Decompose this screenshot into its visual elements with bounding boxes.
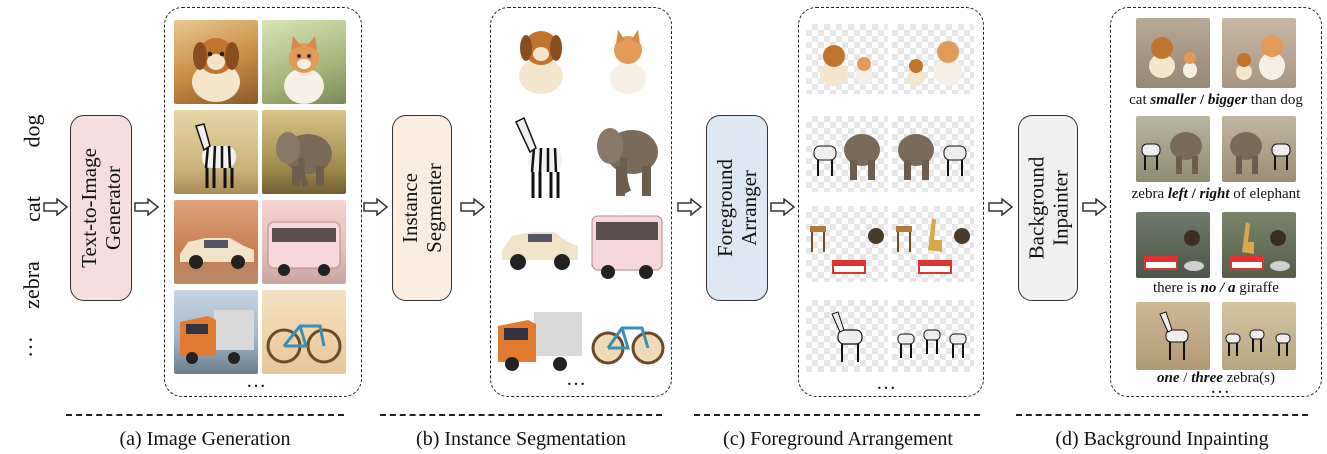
section-b-divider: [380, 414, 662, 416]
arranger-label-line: Foreground: [713, 159, 737, 257]
bus-cutout: [588, 206, 666, 282]
inpainted-a-giraffe: [1222, 212, 1296, 278]
panel-d-ellipsis: …: [1210, 376, 1234, 398]
section-a-label: (a) Image Generation: [119, 428, 291, 450]
arranged-one-zebra: [806, 300, 888, 372]
inpainter-label-line: Inpainter: [1048, 170, 1072, 246]
caption-zebra-elephant: zebra left / right of elephant: [1131, 186, 1301, 202]
inpainted-images-panel: [1110, 7, 1322, 397]
arrow-icon: [363, 198, 389, 216]
arrow-icon: [1082, 198, 1108, 216]
section-d-divider: [1016, 414, 1308, 416]
truck-cutout: [494, 300, 584, 376]
arrow-icon: [677, 198, 703, 216]
arranged-a-giraffe: [892, 206, 974, 282]
section-a-divider: [66, 414, 344, 416]
bicycle-photo: [262, 290, 346, 374]
arranged-dog-cat-2: [892, 24, 974, 94]
arrow-icon: [988, 198, 1014, 216]
elephant-cutout: [584, 108, 668, 204]
word-zebra: zebra: [18, 261, 44, 309]
arrow-icon: [460, 198, 486, 216]
caption-giraffe: there is no / a giraffe: [1153, 280, 1279, 296]
arrow-icon: [770, 198, 796, 216]
car-photo: [174, 200, 258, 284]
generator-label-line: Text-to-Image: [77, 148, 101, 268]
cat-photo: [262, 20, 346, 104]
generated-images-panel: [164, 7, 362, 397]
arranged-zebra-elephant-1: [806, 116, 888, 192]
inpainted-no-giraffe: [1136, 212, 1210, 278]
arrow-icon: [43, 198, 69, 216]
bus-photo: [262, 200, 346, 284]
inpainted-three-zebras: [1222, 302, 1296, 370]
segmenter-label-line: Instance: [398, 173, 422, 243]
caption-zebras: one / three zebra(s): [1157, 370, 1275, 386]
dog-cutout: [506, 18, 576, 96]
section-d-label: (d) Background Inpainting: [1055, 428, 1269, 450]
inpainted-zebra-elephant-1: [1136, 116, 1210, 182]
dog-photo: [174, 20, 258, 104]
arranger-label-line: Arranger: [737, 170, 761, 246]
section-c-divider: [694, 414, 980, 416]
panel-b-ellipsis: …: [566, 368, 590, 390]
arranged-three-zebras: [892, 300, 974, 372]
inpainter-label-line: Background: [1024, 156, 1048, 260]
arrow-icon: [134, 198, 160, 216]
generator-label-line: Generator: [101, 166, 125, 250]
panel-a-ellipsis: …: [246, 370, 270, 392]
zebra-cutout: [504, 108, 580, 204]
segmented-instances-panel: [490, 7, 672, 397]
car-cutout: [498, 216, 582, 276]
inpainted-one-zebra: [1136, 302, 1210, 370]
arranged-dog-cat-1: [806, 24, 888, 94]
word-cat: cat: [19, 196, 45, 222]
truck-photo: [174, 290, 258, 374]
cat-cutout: [596, 18, 660, 96]
arranged-foregrounds-panel: [798, 7, 984, 397]
segmenter-label-line: Segmenter: [422, 163, 446, 253]
panel-c-ellipsis: …: [876, 372, 900, 394]
zebra-photo: [174, 110, 258, 194]
inpainted-zebra-elephant-2: [1222, 116, 1296, 182]
word-dog: dog: [19, 114, 45, 148]
elephant-photo: [262, 110, 346, 194]
word-ellipsis: …: [12, 336, 37, 358]
section-b-label: (b) Instance Segmentation: [416, 428, 626, 450]
caption-cat-dog: cat smaller / bigger than dog: [1129, 92, 1303, 108]
arranged-no-giraffe: [806, 206, 888, 282]
section-c-label: (c) Foreground Arrangement: [723, 428, 953, 450]
inpainted-cat-dog-1: [1136, 18, 1210, 88]
arranged-zebra-elephant-2: [892, 116, 974, 192]
inpainted-cat-dog-2: [1222, 18, 1296, 88]
bicycle-cutout: [590, 310, 666, 368]
